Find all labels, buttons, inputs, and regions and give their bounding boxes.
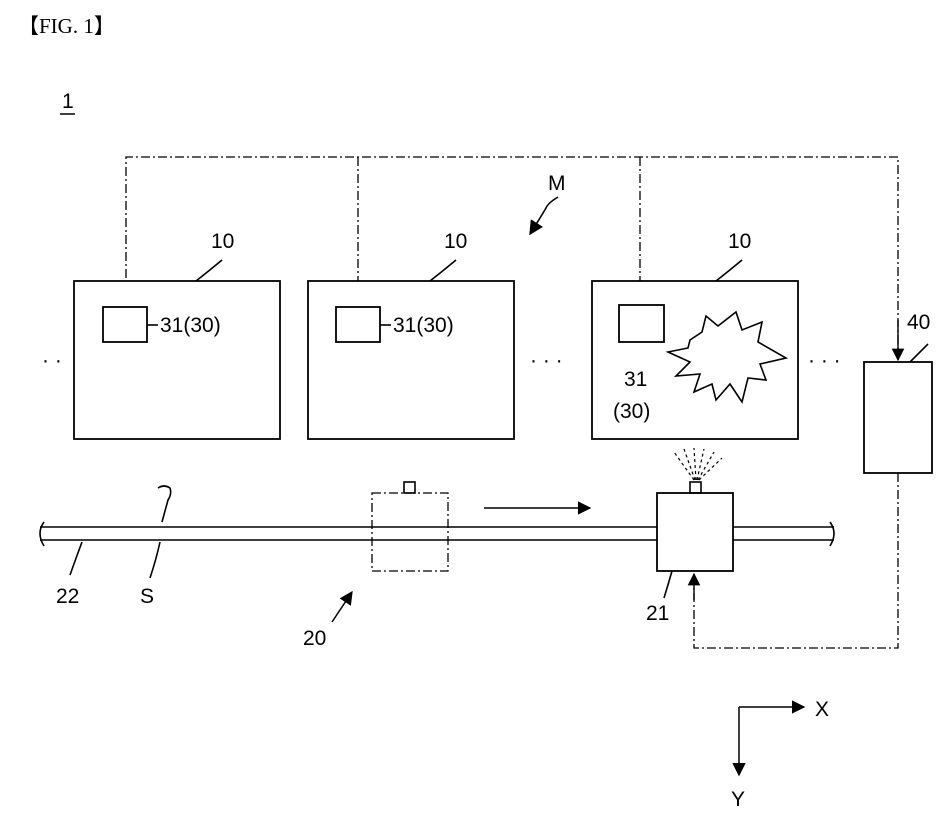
process-chamber-1: 10 31(30) — [74, 230, 280, 439]
module-group-arrow — [530, 197, 558, 234]
chamber-3-label: 10 — [728, 230, 751, 253]
sensor-3 — [619, 305, 664, 342]
chamber-2-label: 10 — [444, 230, 467, 253]
transfer-unit-label: 20 — [303, 627, 326, 650]
middle-ellipsis: · · · — [530, 349, 563, 372]
process-chamber-2: 10 31(30) — [308, 230, 514, 439]
coordinate-axes: X Y — [731, 698, 829, 811]
sensor-2-label: 31(30) — [393, 314, 454, 337]
axis-y-label: Y — [731, 788, 745, 811]
right-ellipsis: · · · — [808, 349, 841, 372]
axis-x-label: X — [815, 698, 829, 721]
left-ellipsis: · · — [42, 349, 62, 372]
chamber-1-label: 10 — [211, 230, 234, 253]
transfer-unit-arrow — [332, 592, 352, 622]
spray-lines — [674, 448, 722, 480]
module-group-label: M — [548, 172, 566, 195]
sensor-3-label: 31 — [624, 368, 647, 391]
rail-label: 22 — [56, 585, 79, 608]
transfer-robot: 21 — [646, 448, 733, 625]
robot-label: 21 — [646, 602, 669, 625]
controller-label: 40 — [907, 311, 930, 334]
system-reference-label: 1 — [62, 90, 74, 113]
process-chamber-3: 10 31 (30) — [592, 230, 798, 439]
path-label: S — [140, 585, 154, 608]
sensor-1-label: 31(30) — [160, 314, 221, 337]
sensor-2 — [336, 307, 380, 342]
figure-caption: 【FIG. 1】 — [18, 14, 115, 38]
transfer-path: S — [140, 486, 171, 608]
sensor-1 — [103, 307, 147, 342]
sensor-3-sublabel: (30) — [613, 400, 650, 423]
